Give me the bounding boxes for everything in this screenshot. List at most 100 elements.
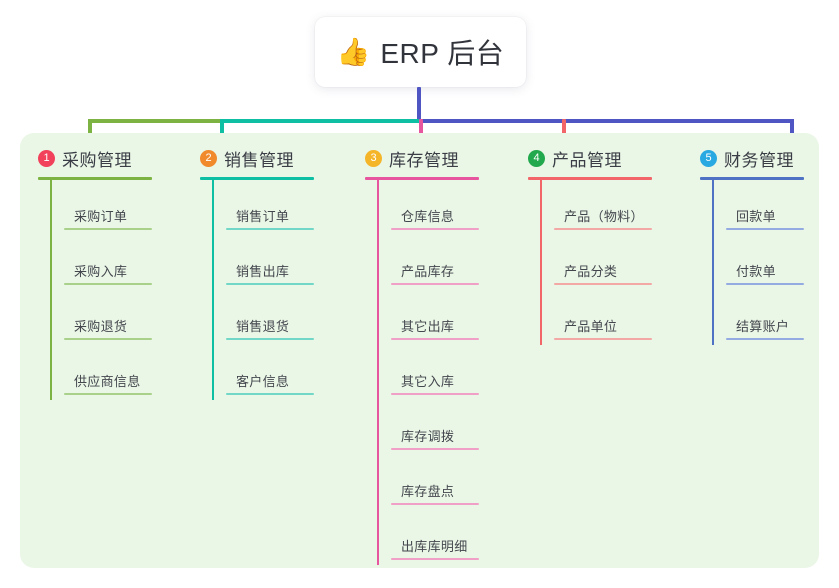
column-title-finance: 财务管理 <box>724 150 794 170</box>
list-item[interactable]: 其它出库 <box>391 290 515 345</box>
item-rule <box>391 338 479 340</box>
item-rule <box>391 283 479 285</box>
item-label: 销售出库 <box>236 264 290 279</box>
column-spine-purchase <box>50 180 52 400</box>
item-rule <box>226 393 314 395</box>
column-rule-purchase <box>38 177 152 180</box>
column-finance: 5 财务管理回款单付款单结算账户 <box>700 145 839 345</box>
item-label: 产品单位 <box>564 319 618 334</box>
column-header-product[interactable]: 4 产品管理 <box>528 145 688 171</box>
connector-teal-segment <box>220 119 419 123</box>
list-item[interactable]: 产品单位 <box>554 290 688 345</box>
item-label: 采购退货 <box>74 319 128 334</box>
item-label: 销售退货 <box>236 319 290 334</box>
column-badge-finance: 5 <box>700 149 717 167</box>
list-item[interactable]: 采购订单 <box>64 180 188 235</box>
list-item[interactable]: 采购退货 <box>64 290 188 345</box>
item-label: 客户信息 <box>236 374 290 389</box>
item-rule <box>226 228 314 230</box>
list-item[interactable]: 回款单 <box>726 180 839 235</box>
item-rule <box>726 338 804 340</box>
column-rule-inventory <box>365 177 479 180</box>
column-badge-sales: 2 <box>200 149 217 167</box>
item-rule <box>554 338 652 340</box>
column-badge-product: 4 <box>528 149 545 167</box>
trunk-line <box>417 87 421 123</box>
column-rule-sales <box>200 177 314 180</box>
column-spine-finance <box>712 180 714 345</box>
column-spine-sales <box>212 180 214 400</box>
item-rule <box>391 228 479 230</box>
column-spine-product <box>540 180 542 345</box>
column-badge-purchase: 1 <box>38 149 55 167</box>
connector-blue-segment <box>419 119 794 123</box>
item-label: 销售订单 <box>236 209 290 224</box>
column-rule-finance <box>700 177 804 180</box>
column-title-sales: 销售管理 <box>224 150 294 170</box>
column-items-product: 产品（物料） 产品分类产品单位 <box>540 180 688 345</box>
item-label: 采购订单 <box>74 209 128 224</box>
item-rule <box>64 338 152 340</box>
root-node[interactable]: 👍 ERP 后台 <box>315 17 526 87</box>
connector-green-segment <box>88 119 220 123</box>
column-spine-inventory <box>377 180 379 565</box>
list-item[interactable]: 库存调拨 <box>391 400 515 455</box>
item-rule <box>391 558 479 560</box>
column-header-sales[interactable]: 2 销售管理 <box>200 145 350 171</box>
list-item[interactable]: 仓库信息 <box>391 180 515 235</box>
item-label: 出库库明细 <box>401 539 468 554</box>
list-item[interactable]: 出库库明细 <box>391 510 515 565</box>
item-rule <box>726 283 804 285</box>
item-label: 库存调拨 <box>401 429 455 444</box>
item-rule <box>64 228 152 230</box>
item-label: 付款单 <box>736 264 776 279</box>
column-header-finance[interactable]: 5 财务管理 <box>700 145 839 171</box>
item-label: 供应商信息 <box>74 374 141 389</box>
item-rule <box>554 228 652 230</box>
item-label: 回款单 <box>736 209 776 224</box>
item-label: 产品分类 <box>564 264 618 279</box>
list-item[interactable]: 采购入库 <box>64 235 188 290</box>
item-label: 采购入库 <box>74 264 128 279</box>
item-label: 仓库信息 <box>401 209 455 224</box>
diagram-panel <box>20 133 819 568</box>
item-label: 结算账户 <box>736 319 790 334</box>
column-header-purchase[interactable]: 1 采购管理 <box>38 145 188 171</box>
item-rule <box>726 228 804 230</box>
item-label: 库存盘点 <box>401 484 455 499</box>
column-items-inventory: 仓库信息产品库存其它出库其它入库库存调拨库存盘点出库库明细 <box>377 180 515 565</box>
item-rule <box>391 393 479 395</box>
column-items-purchase: 采购订单采购入库采购退货供应商信息 <box>50 180 188 400</box>
list-item[interactable]: 产品分类 <box>554 235 688 290</box>
item-label: 产品库存 <box>401 264 455 279</box>
item-rule <box>391 448 479 450</box>
thumbs-up-icon: 👍 <box>336 36 371 67</box>
list-item[interactable]: 销售退货 <box>226 290 350 345</box>
list-item[interactable]: 结算账户 <box>726 290 839 345</box>
item-rule <box>226 283 314 285</box>
list-item[interactable]: 销售出库 <box>226 235 350 290</box>
column-sales: 2 销售管理销售订单销售出库销售退货客户信息 <box>200 145 350 400</box>
column-items-sales: 销售订单销售出库销售退货客户信息 <box>212 180 350 400</box>
list-item[interactable]: 供应商信息 <box>64 345 188 400</box>
item-rule <box>64 283 152 285</box>
list-item[interactable]: 库存盘点 <box>391 455 515 510</box>
list-item[interactable]: 产品（物料） <box>554 180 688 235</box>
list-item[interactable]: 销售订单 <box>226 180 350 235</box>
column-items-finance: 回款单付款单结算账户 <box>712 180 839 345</box>
item-label: 产品（物料） <box>564 209 644 224</box>
column-purchase: 1 采购管理采购订单采购入库采购退货供应商信息 <box>38 145 188 400</box>
list-item[interactable]: 其它入库 <box>391 345 515 400</box>
column-product: 4 产品管理产品（物料） 产品分类产品单位 <box>528 145 688 345</box>
column-title-product: 产品管理 <box>552 150 622 170</box>
root-title: ERP 后台 <box>380 38 505 69</box>
list-item[interactable]: 客户信息 <box>226 345 350 400</box>
list-item[interactable]: 产品库存 <box>391 235 515 290</box>
item-rule <box>226 338 314 340</box>
column-title-purchase: 采购管理 <box>62 150 132 170</box>
list-item[interactable]: 付款单 <box>726 235 839 290</box>
column-rule-product <box>528 177 652 180</box>
